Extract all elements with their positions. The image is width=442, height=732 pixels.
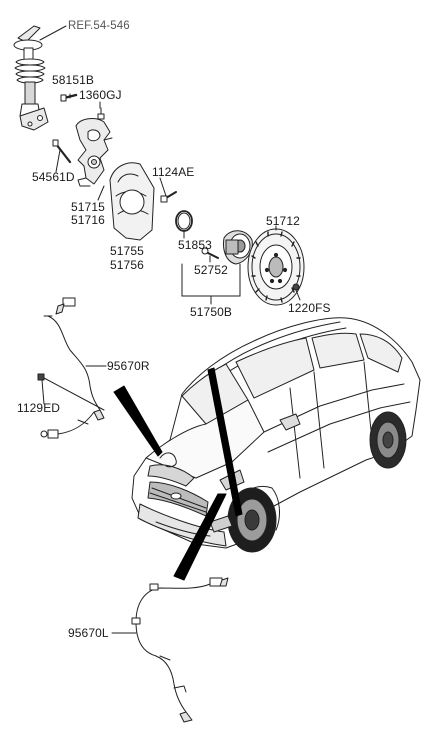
label-51750b: 51750B bbox=[190, 305, 232, 319]
nut-1360gj bbox=[97, 107, 105, 120]
label-95670r: 95670R bbox=[107, 359, 150, 373]
label-1360gj: 1360GJ bbox=[79, 88, 122, 102]
label-58151b: 58151B bbox=[52, 73, 94, 87]
label-51853: 51853 bbox=[178, 238, 212, 252]
leader-lines bbox=[41, 93, 301, 634]
speed-sensor-rh bbox=[40, 297, 105, 439]
bolt-54561d bbox=[52, 139, 72, 164]
clip-1129ed bbox=[37, 373, 45, 381]
speed-sensor-lh bbox=[131, 577, 229, 723]
label-52752: 52752 bbox=[194, 263, 228, 277]
hub-bearing bbox=[223, 230, 253, 265]
brake-disc-51712 bbox=[247, 228, 305, 306]
bolt-1124ae bbox=[160, 191, 177, 203]
ref-leader bbox=[39, 25, 67, 41]
label-51715: 51715 bbox=[71, 200, 105, 214]
label-1124ae: 1124AE bbox=[152, 165, 195, 179]
strut-assembly bbox=[13, 25, 49, 131]
label-95670l: 95670L bbox=[68, 626, 109, 640]
knuckle bbox=[75, 118, 113, 187]
screw-1220fs bbox=[292, 283, 300, 291]
pointer-wedges bbox=[113, 367, 243, 581]
wheel-bolt-52752 bbox=[201, 247, 219, 259]
label-54561d: 54561D bbox=[32, 170, 75, 184]
label-51756: 51756 bbox=[110, 258, 144, 272]
label-51755: 51755 bbox=[110, 244, 144, 258]
label-51712: 51712 bbox=[266, 214, 300, 228]
vehicle bbox=[131, 317, 421, 553]
label-1129ed: 1129ED bbox=[17, 401, 61, 415]
dust-cover bbox=[109, 162, 155, 241]
snap-ring-51853 bbox=[175, 210, 193, 232]
label-51716: 51716 bbox=[71, 213, 105, 227]
label-ref-54-546: REF.54-546 bbox=[68, 20, 130, 32]
label-1220fs: 1220FS bbox=[288, 301, 331, 315]
bolt-58151b bbox=[60, 93, 78, 102]
